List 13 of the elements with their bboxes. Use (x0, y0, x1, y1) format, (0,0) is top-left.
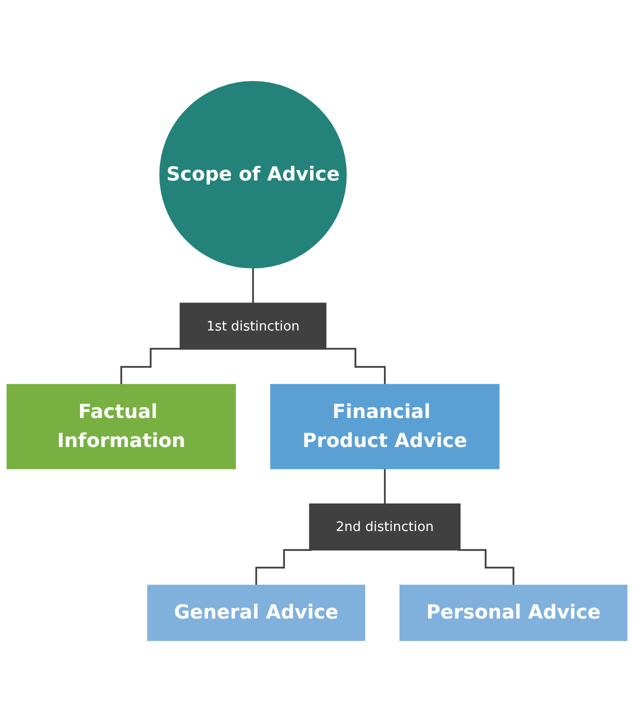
node-box: 2nd distinction (309, 503, 461, 550)
node-box: Factual Information (6, 384, 236, 470)
node-box: General Advice (147, 584, 366, 641)
node-box: 1st distinction (180, 302, 326, 350)
connector (384, 468, 386, 505)
connector (326, 348, 386, 386)
connector (255, 549, 312, 586)
node-box: Financial Product Advice (270, 384, 500, 470)
connector (458, 549, 514, 586)
connector (120, 348, 180, 386)
connector (252, 267, 254, 304)
node-box: Personal Advice (399, 584, 628, 641)
node-circle: Scope of Advice (159, 81, 347, 268)
